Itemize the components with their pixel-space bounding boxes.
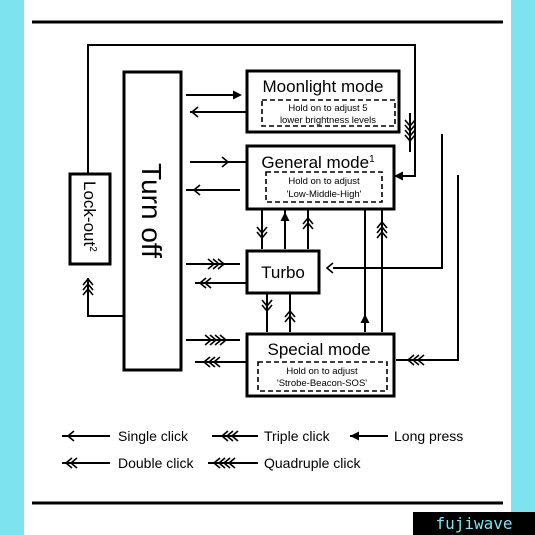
moonlight-note-box: [261, 99, 396, 127]
special-note-line1: Hold on to adjust: [286, 366, 358, 377]
general-mode-title: General mode1: [261, 153, 375, 172]
moonlight-note-line2: lower brightness levels: [280, 115, 376, 126]
legend-triple-click: Triple click: [264, 428, 331, 444]
turbo-box: [245, 249, 321, 295]
general-note-line2: 'Low-Middle-High': [287, 189, 362, 200]
lock-out-box: [68, 172, 112, 266]
watermark-label: fujiwave: [413, 512, 535, 535]
legend: Single click Triple click Long press Dou…: [62, 428, 463, 471]
special-mode-title: Special mode: [267, 340, 370, 359]
moonlight-mode-title: Moonlight mode: [263, 77, 384, 96]
special-note-box: [257, 361, 388, 392]
turbo-title: Turbo: [261, 263, 305, 282]
general-note-box: [265, 171, 383, 203]
moonlight-note-line1: Hold on to adjust 5: [288, 103, 367, 114]
legend-double-click: Double click: [118, 455, 194, 471]
turn-off-label: Turn off: [136, 163, 167, 258]
legend-single-click: Single click: [118, 428, 189, 444]
general-note-line1: Hold on to adjust: [288, 176, 360, 187]
special-note-line2: 'Strobe-Beacon-SOS': [277, 378, 367, 389]
legend-long-press: Long press: [394, 428, 463, 444]
turn-off-box: [122, 70, 183, 372]
legend-quadruple-click: Quadruple click: [264, 455, 361, 471]
lock-out-label: Lock-out2: [80, 181, 99, 252]
